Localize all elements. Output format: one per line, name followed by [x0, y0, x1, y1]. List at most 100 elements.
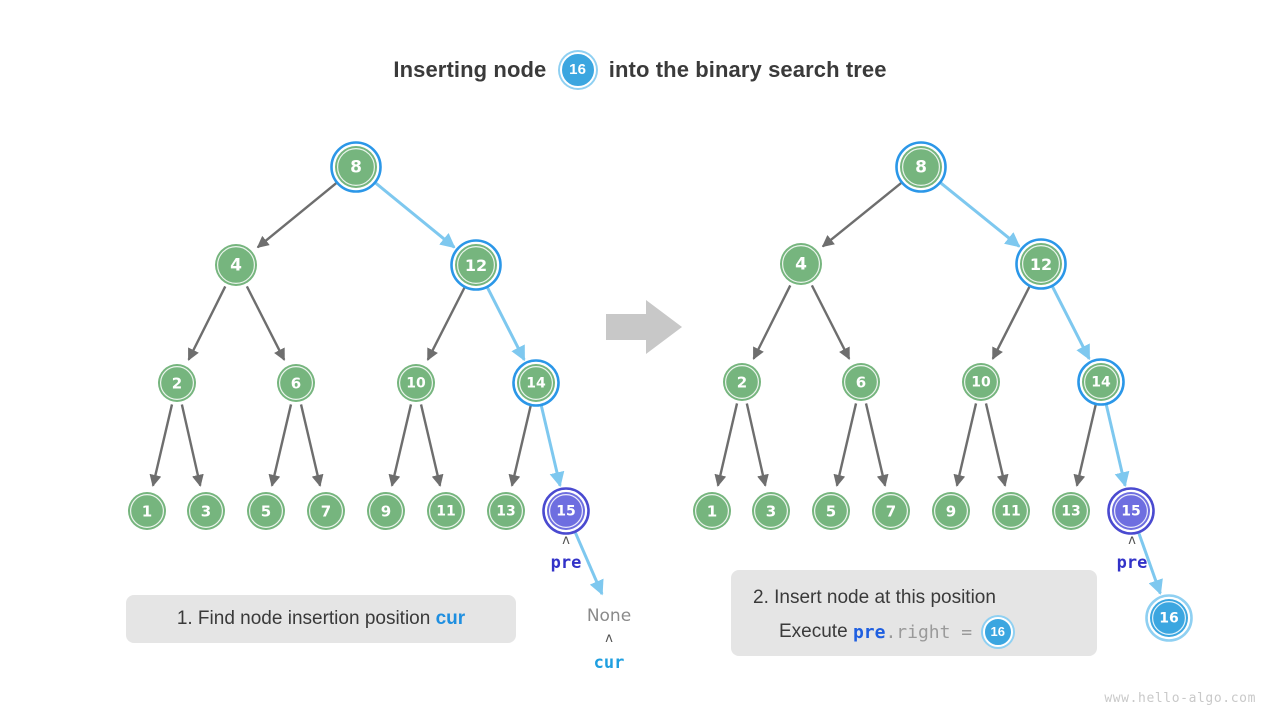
- step-2-keyword-pre: pre: [852, 621, 886, 643]
- node-highlight-ring: [512, 359, 560, 407]
- left-none-label: None: [586, 606, 632, 626]
- step-2-code-expression: .right =: [885, 621, 973, 643]
- step-1-keyword-cur: cur: [435, 608, 466, 629]
- tree-node-4[interactable]: 4: [780, 243, 822, 285]
- tree-edge: [833, 403, 858, 487]
- node-inner-ring: [873, 494, 908, 529]
- node-inner-ring: [813, 494, 848, 529]
- node-circle: [693, 492, 731, 530]
- node-highlight-ring: [450, 239, 502, 291]
- tree-node-7[interactable]: 7: [307, 492, 345, 530]
- node-inner-ring: [933, 494, 968, 529]
- tree-node-5[interactable]: 5: [812, 492, 850, 530]
- tree-edge: [810, 284, 851, 360]
- node-circle: [277, 364, 315, 402]
- watermark: www.hello-algo.com: [1104, 691, 1256, 706]
- tree-node-13[interactable]: 13: [487, 492, 525, 530]
- node-value: 10: [406, 376, 426, 392]
- node-value: 4: [795, 255, 807, 275]
- node-value: 13: [1061, 504, 1080, 520]
- node-circle: [307, 492, 345, 530]
- tree-node-6[interactable]: 6: [842, 363, 880, 401]
- tree-node-5[interactable]: 5: [247, 492, 285, 530]
- node-highlight-ring: [1145, 594, 1193, 642]
- tree-node-4[interactable]: 4: [215, 244, 257, 286]
- tree-node-10[interactable]: 10: [397, 364, 435, 402]
- node-value: 1: [142, 503, 152, 521]
- node-circle: [158, 364, 196, 402]
- right-pointer-pre-label: pre: [1116, 553, 1148, 573]
- node-circle: [842, 363, 880, 401]
- tree-node-8[interactable]: 8: [895, 141, 947, 193]
- node-inner-ring: [489, 494, 524, 529]
- tree-edge: [508, 404, 533, 487]
- node-inner-ring: [843, 365, 878, 400]
- step-1-text: 1. Find node insertion position: [176, 608, 431, 629]
- tree-node-15[interactable]: 15: [1107, 487, 1155, 535]
- left-pre-caret-icon: ʌ: [562, 533, 570, 548]
- node-inner-ring: [753, 494, 788, 529]
- node-circle: [517, 364, 555, 402]
- tree-node-7[interactable]: 7: [872, 492, 910, 530]
- node-highlight-ring: [895, 141, 947, 193]
- tree-node-3[interactable]: 3: [752, 492, 790, 530]
- tree-node-10[interactable]: 10: [962, 363, 1000, 401]
- node-circle: [872, 492, 910, 530]
- tree-edge: [256, 181, 339, 249]
- tree-node-14[interactable]: 14: [1077, 358, 1125, 406]
- tree-node-15[interactable]: 15: [542, 487, 590, 535]
- tree-edge: [373, 181, 456, 249]
- node-circle: [1150, 599, 1188, 637]
- tree-edge: [419, 404, 444, 487]
- node-inner-ring: [399, 366, 434, 401]
- node-value: 14: [526, 376, 546, 392]
- node-highlight-ring: [330, 141, 382, 193]
- node-circle: [397, 364, 435, 402]
- tree-edge: [268, 404, 293, 487]
- node-circle: [547, 492, 585, 530]
- node-value: 9: [381, 503, 391, 521]
- tree-edge: [388, 404, 413, 487]
- tree-node-14[interactable]: 14: [512, 359, 560, 407]
- tree-node-1[interactable]: 1: [128, 492, 166, 530]
- node-inner-ring: [1083, 365, 1118, 400]
- node-inner-ring: [130, 494, 165, 529]
- node-inner-ring: [781, 245, 820, 284]
- node-value: 11: [1001, 504, 1020, 520]
- tree-node-1[interactable]: 1: [693, 492, 731, 530]
- page-title: Inserting node 16 into the binary search…: [0, 52, 1280, 88]
- node-inner-ring: [518, 366, 553, 401]
- node-circle: [752, 492, 790, 530]
- tree-node-2[interactable]: 2: [158, 364, 196, 402]
- node-inner-ring: [279, 366, 314, 401]
- transition-right-arrow-icon: [606, 300, 682, 354]
- tree-node-11[interactable]: 11: [992, 492, 1030, 530]
- tree-node-6[interactable]: 6: [277, 364, 315, 402]
- tree-edge: [149, 404, 174, 487]
- tree-node-11[interactable]: 11: [427, 492, 465, 530]
- node-circle: [780, 243, 822, 285]
- node-circle: [900, 146, 942, 188]
- step-2-execute-label: Execute: [779, 621, 848, 642]
- tree-node-3[interactable]: 3: [187, 492, 225, 530]
- tree-node-16[interactable]: 16: [1145, 594, 1193, 642]
- node-inner-ring: [1021, 245, 1060, 284]
- tree-node-12[interactable]: 12: [450, 239, 502, 291]
- tree-node-12[interactable]: 12: [1015, 238, 1067, 290]
- node-value: 3: [766, 503, 776, 521]
- node-highlight-ring: [1107, 487, 1155, 535]
- tree-edge: [938, 180, 1021, 248]
- node-inner-ring: [369, 494, 404, 529]
- node-value: 16: [1159, 611, 1178, 627]
- tree-node-13[interactable]: 13: [1052, 492, 1090, 530]
- node-circle: [1112, 492, 1150, 530]
- step-2-line-1: 2. Insert node at this position: [753, 581, 1075, 615]
- tree-node-9[interactable]: 9: [932, 492, 970, 530]
- tree-node-8[interactable]: 8: [330, 141, 382, 193]
- tree-edge: [1136, 531, 1163, 595]
- node-circle: [487, 492, 525, 530]
- node-circle: [128, 492, 166, 530]
- tree-node-9[interactable]: 9: [367, 492, 405, 530]
- tree-node-2[interactable]: 2: [723, 363, 761, 401]
